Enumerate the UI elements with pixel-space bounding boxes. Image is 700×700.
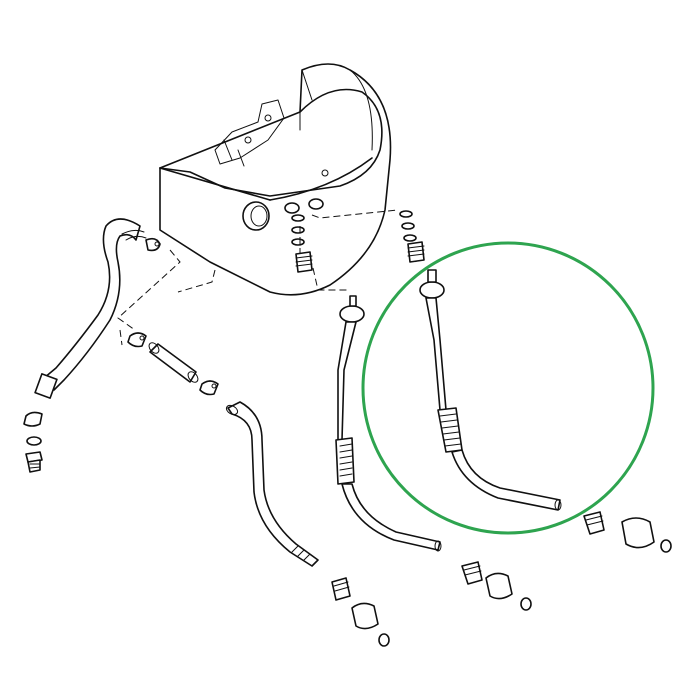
center-rubber-hose [148, 342, 199, 383]
center-elbow [225, 401, 319, 567]
o-ring-icon [403, 234, 417, 242]
center-tube-assembly [127, 332, 319, 567]
left-drain-plug [23, 411, 43, 473]
left-return-hose [34, 218, 161, 399]
filler-neck [242, 201, 270, 231]
o-ring-icon [660, 539, 672, 553]
connector-fitting [583, 511, 672, 553]
fuel-tank [159, 63, 392, 296]
o-ring-icon [401, 222, 415, 230]
fitting-icon [407, 241, 425, 263]
hose-clamp-icon [145, 237, 161, 252]
connector-fitting [461, 561, 532, 611]
o-ring-icon [291, 226, 305, 234]
connector-fitting [331, 577, 390, 647]
o-ring-icon [291, 238, 305, 246]
fitting-icon [295, 251, 313, 273]
o-ring-icon [520, 597, 532, 611]
highlight-circle [361, 241, 655, 535]
o-rings [291, 210, 417, 246]
o-ring-icon [399, 210, 413, 218]
hose-clamp-icon [127, 332, 147, 348]
hose-clamp-icon [199, 380, 219, 396]
highlighted-fuel-pipe [419, 269, 562, 511]
right-fuel-pipe [335, 295, 442, 552]
o-ring-icon [26, 436, 42, 446]
o-ring-icon [378, 633, 390, 647]
o-ring-icon [291, 214, 305, 222]
